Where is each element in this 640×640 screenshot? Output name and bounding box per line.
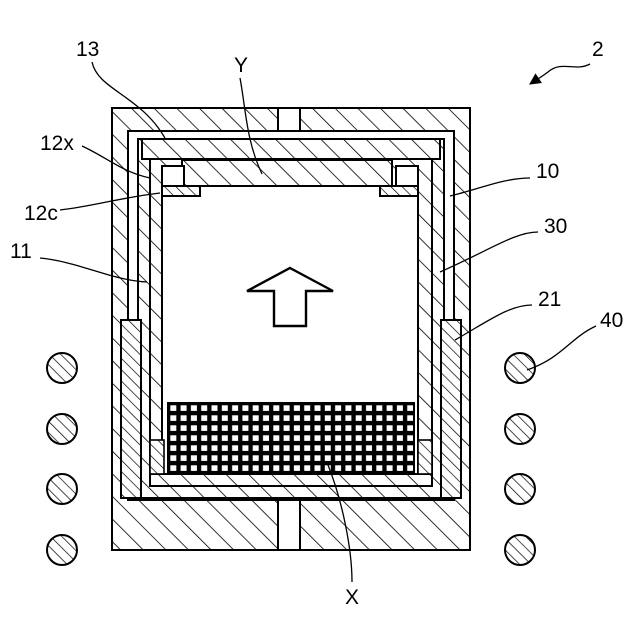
coil-turn-right-1 <box>505 353 535 383</box>
label-12c: 12c <box>24 202 58 225</box>
bottom-step-right <box>418 440 432 474</box>
label-12x: 12x <box>40 132 74 155</box>
crucible-lid <box>142 139 440 159</box>
coil-turn-right-3 <box>505 474 535 504</box>
bottom-shaft <box>278 500 300 550</box>
top-shaft <box>278 108 300 131</box>
holder-12x-left <box>162 166 184 186</box>
side-heater-left <box>121 320 141 498</box>
coil-turn-right-2 <box>505 414 535 444</box>
label-crucible-lid: 13 <box>76 38 99 61</box>
label-outer-vessel: 10 <box>536 160 559 183</box>
coil-turn-left-2 <box>47 414 77 444</box>
seed-crystal <box>182 160 392 186</box>
coil-turn-right-4 <box>505 535 535 565</box>
holder-12x-right <box>396 166 418 186</box>
label-30: 30 <box>544 215 567 238</box>
holder-12c-right <box>380 186 418 196</box>
label-figure-number: 2 <box>592 38 604 61</box>
label-crucible-body: 11 <box>10 240 32 263</box>
label-seed-crystal: Y <box>234 54 248 77</box>
coil-turn-left-4 <box>47 535 77 565</box>
coil-turn-left-3 <box>47 474 77 504</box>
label-coil: 40 <box>600 309 623 332</box>
label-raw-material: X <box>345 586 359 609</box>
coil-turn-left-1 <box>47 353 77 383</box>
label-21: 21 <box>538 288 561 311</box>
holder-12c-left <box>162 186 200 196</box>
raw-material <box>168 403 414 474</box>
side-heater-right <box>441 320 461 498</box>
bottom-step-left <box>150 440 164 474</box>
